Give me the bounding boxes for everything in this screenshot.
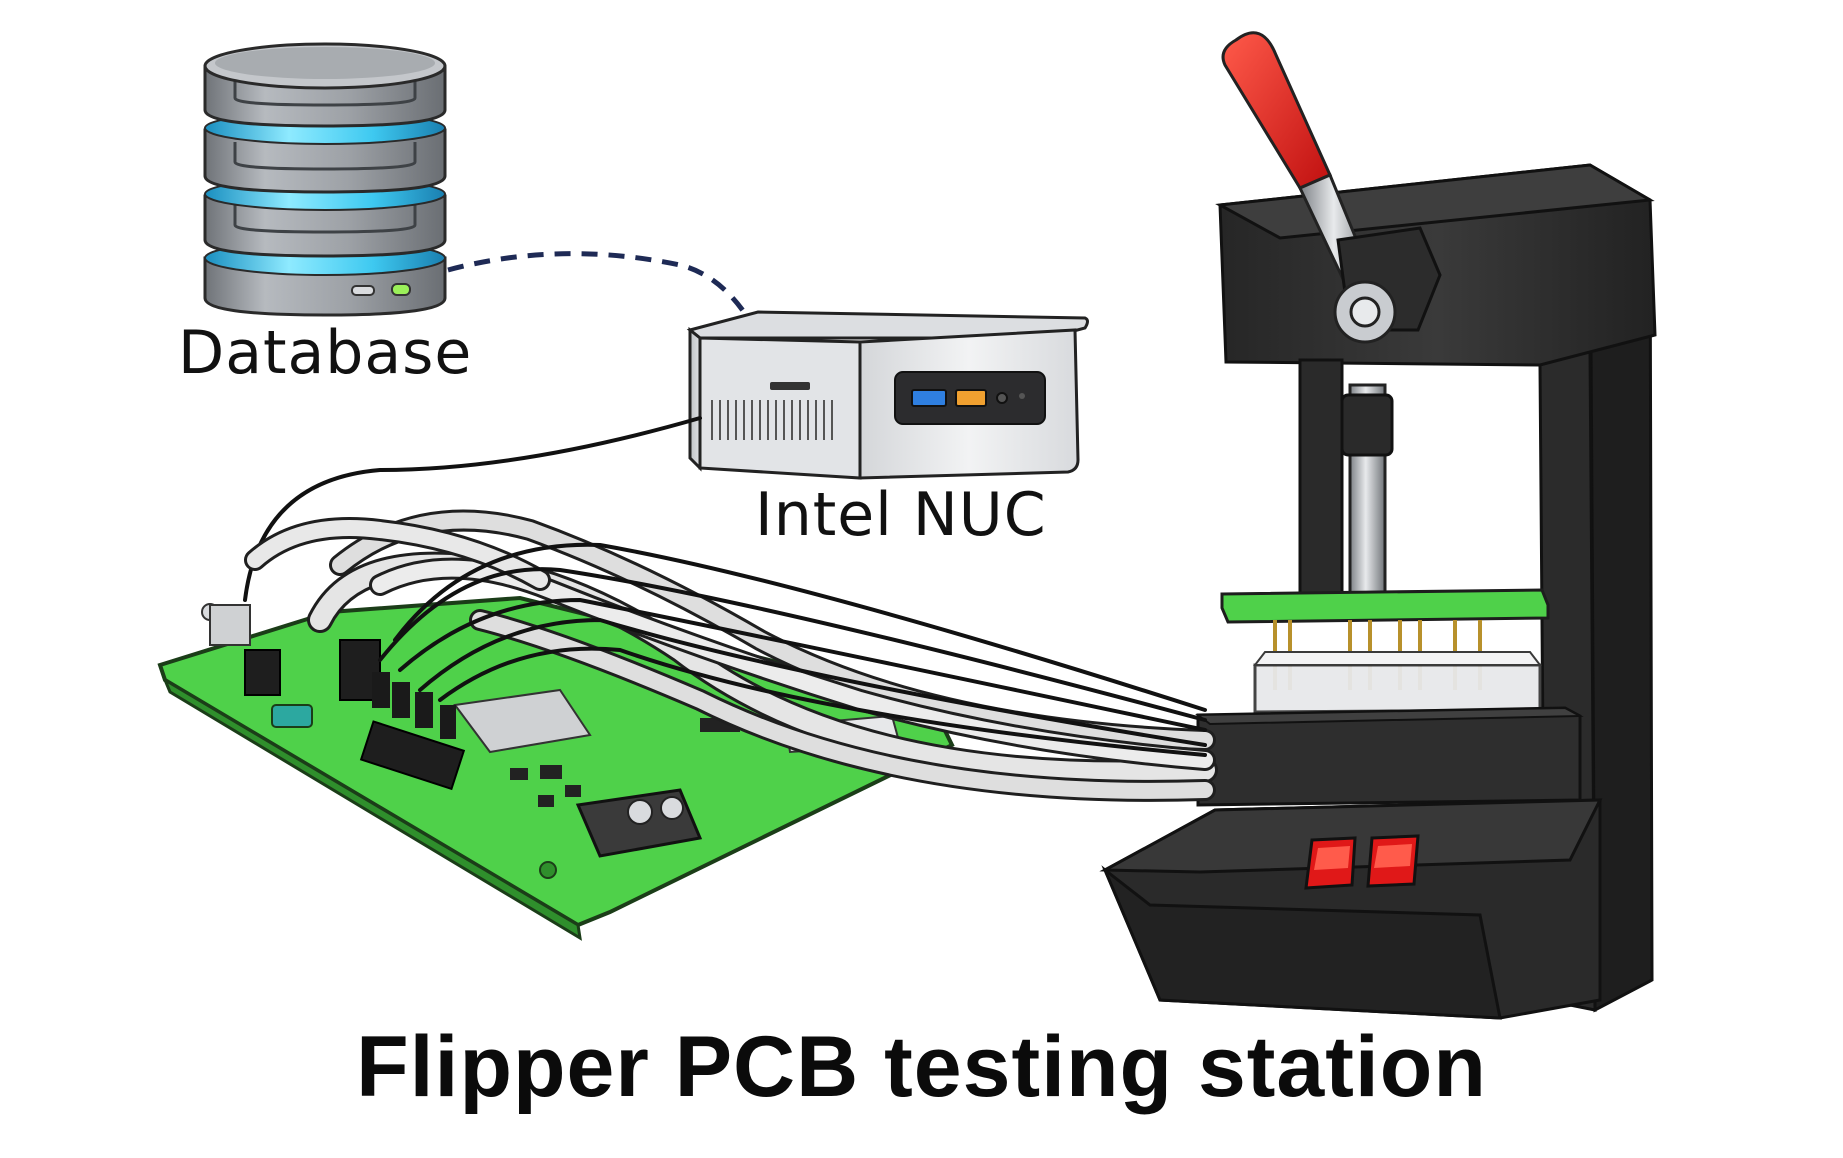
page-title: Flipper PCB testing station [356,1019,1487,1115]
cable-bundle-icon [243,416,1218,802]
intel-nuc-label: Intel NUC [755,480,1047,550]
database-label: Database [178,318,473,388]
database-icon [203,42,447,317]
intel-nuc-icon [686,310,1089,480]
test-press-icon [1099,31,1657,1020]
pogo-pin-fixture-icon [1222,590,1223,591]
database-nuc-link [447,251,751,320]
